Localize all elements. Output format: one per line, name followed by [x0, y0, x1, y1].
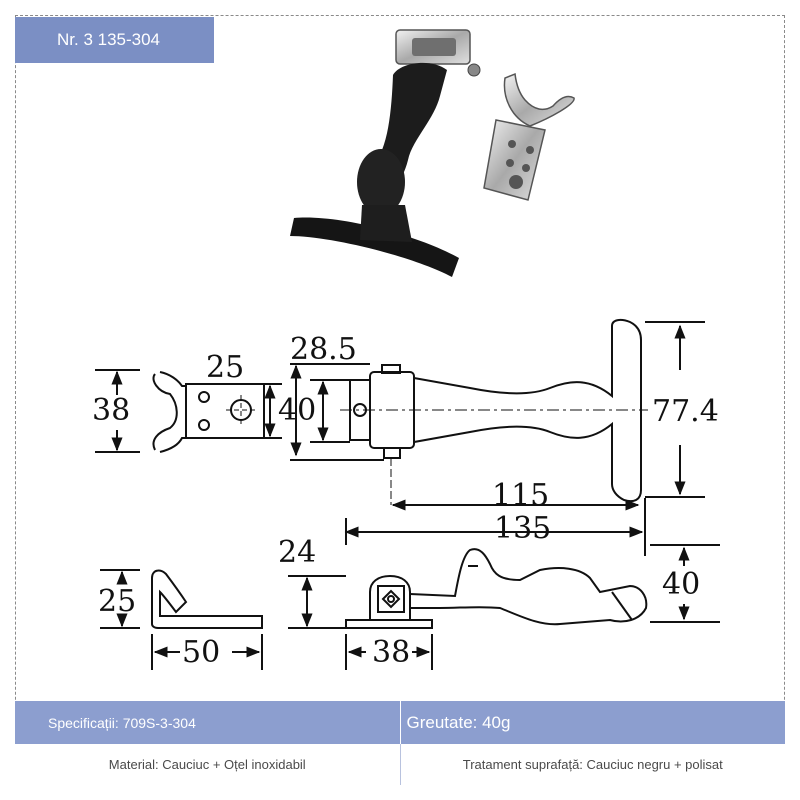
tab-height-label: 40	[278, 393, 316, 428]
finish-text: Tratament suprafață: Cauciuc negru + pol…	[462, 757, 723, 772]
bracket-side-view	[151, 569, 263, 629]
bracket-length-label: 50	[182, 635, 220, 670]
clip-height-label: 38	[92, 393, 130, 428]
keeper-photo	[483, 72, 575, 201]
spec-row-primary: Specificații: 709S-3-304 Greutate: 40g	[15, 701, 785, 744]
side-height-label: 40	[662, 567, 700, 602]
side-dimension-lines	[288, 544, 720, 670]
part-number-badge: Nr. 3 135-304	[15, 17, 214, 63]
latch-top-view	[340, 318, 648, 505]
technical-drawing: 38 25 28.5 40 77.4 115 135	[92, 29, 720, 670]
finish-cell: Tratament suprafață: Cauciuc negru + pol…	[400, 744, 785, 785]
bracket-height-label: 25	[98, 584, 136, 619]
product-photo	[290, 29, 575, 277]
material-text: Material: Cauciuc + Oțel inoxidabil	[108, 757, 306, 772]
spec-row-secondary: Material: Cauciuc + Oțel inoxidabil Trat…	[15, 744, 785, 785]
clip-dimension-lines	[95, 369, 282, 453]
clip-front-view	[152, 371, 265, 453]
length-inner-label: 115	[492, 478, 549, 513]
keeper-height-label: 24	[278, 535, 316, 570]
spec-table: Specificații: 709S-3-304 Greutate: 40g M…	[15, 701, 785, 785]
latch-photo	[290, 29, 481, 277]
handle-height-label: 77.4	[652, 394, 719, 429]
specification-cell: Specificații: 709S-3-304	[15, 701, 401, 744]
latch-width-label: 28.5	[290, 332, 357, 367]
material-cell: Material: Cauciuc + Oțel inoxidabil	[15, 744, 401, 785]
keeper-width-label: 38	[372, 635, 410, 670]
latch-side-view	[345, 548, 648, 629]
bracket-dimension-lines	[100, 569, 263, 670]
weight-cell: Greutate: 40g	[400, 701, 785, 744]
clip-width-label: 25	[206, 350, 244, 385]
length-total-label: 135	[494, 511, 551, 546]
latch-dimension-lines	[290, 321, 705, 556]
